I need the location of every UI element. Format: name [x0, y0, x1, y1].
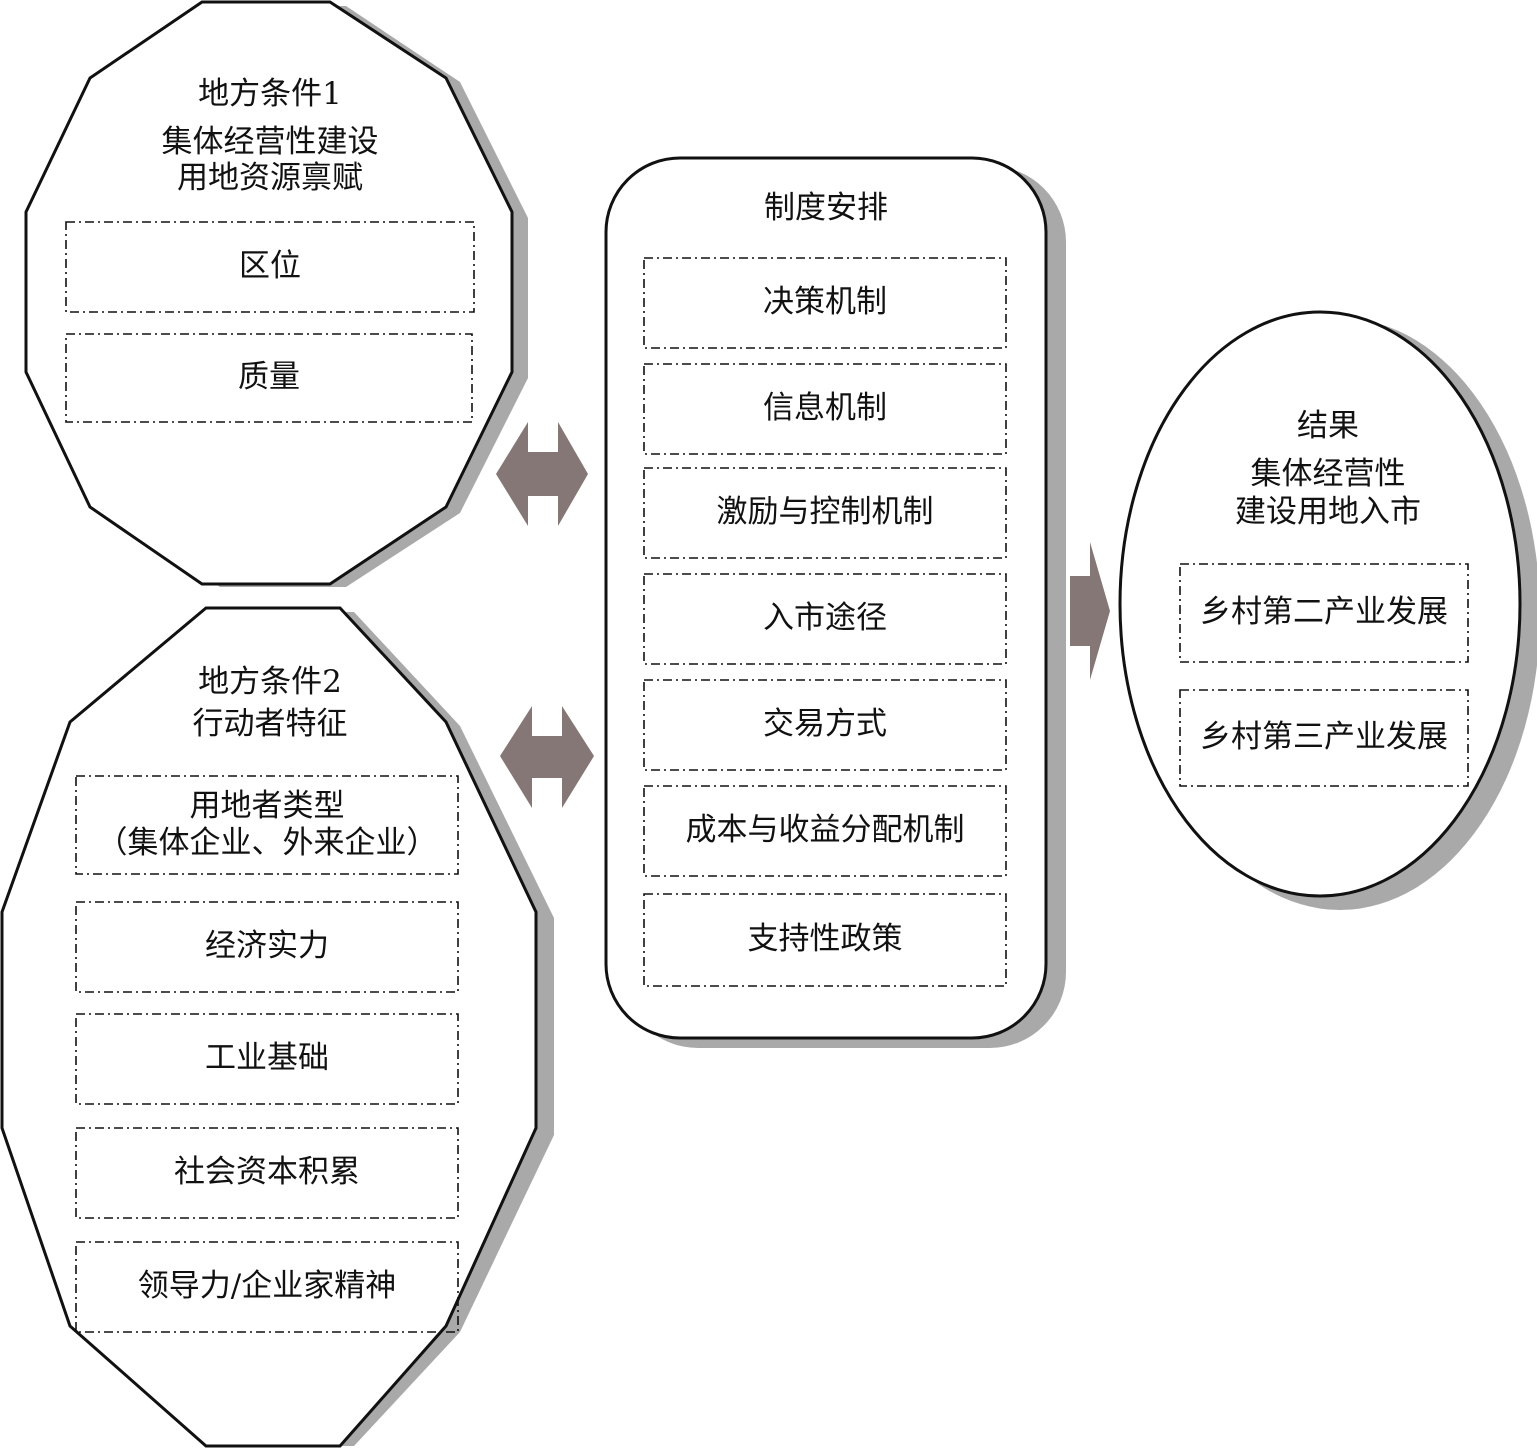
condition1-octagon [24, 0, 514, 586]
condition2-item-economic-strength: 经济实力 [205, 928, 329, 965]
condition1-item-quality: 质量 [238, 359, 300, 396]
item-box-condition1-item-location [65, 221, 475, 313]
condition2-octagon [0, 606, 538, 1448]
double-arrow-upper [496, 422, 588, 526]
result-item-tertiary-industry: 乡村第三产业发展 [1200, 719, 1448, 756]
result-title-1: 结果 [1297, 408, 1359, 444]
result-title-3: 建设用地入市 [1235, 494, 1421, 530]
condition1-title-2: 集体经营性建设 [161, 124, 379, 160]
institution-item-market-path: 入市途径 [763, 600, 887, 637]
institution-item-incentive: 激励与控制机制 [716, 494, 934, 531]
condition1-title-3: 用地资源禀赋 [177, 160, 363, 196]
condition2-item-user-type: 用地者类型 （集体企业、外来企业） [76, 776, 458, 874]
result-item-secondary-industry: 乡村第二产业发展 [1200, 594, 1448, 631]
item-box-condition2-item-leadership [75, 1241, 459, 1333]
institution-item-policy: 支持性政策 [747, 921, 903, 958]
item-box-condition2-item-user-type [75, 775, 459, 875]
institution-item-cost-benefit: 成本与收益分配机制 [685, 812, 965, 849]
result-ellipse [1118, 310, 1522, 898]
condition1-title-1: 地方条件1 [198, 76, 342, 112]
item-box-condition2-item-social-capital [75, 1127, 459, 1219]
item-box-institution-item-cost-benefit [643, 785, 1007, 877]
condition2-item-social-capital: 社会资本积累 [174, 1154, 360, 1191]
condition2-item-industrial-base: 工业基础 [205, 1040, 329, 1077]
right-arrow [1070, 542, 1110, 680]
item-box-result-item-tertiary-industry [1179, 689, 1469, 787]
item-box-condition2-item-economic-strength [75, 901, 459, 993]
condition2-item-user-type-line1: 用地者类型 [189, 787, 345, 824]
condition1-item-location: 区位 [239, 248, 301, 285]
item-box-condition2-item-industrial-base [75, 1013, 459, 1105]
item-box-institution-item-policy [643, 893, 1007, 987]
institution-item-information: 信息机制 [763, 390, 887, 427]
institution-box [604, 156, 1048, 1040]
item-box-condition1-item-quality [65, 333, 473, 423]
item-box-institution-item-incentive [643, 467, 1007, 559]
institution-item-transaction: 交易方式 [763, 706, 887, 743]
result-title-2: 集体经营性 [1250, 456, 1406, 492]
condition2-item-user-type-line2: （集体企业、外来企业） [96, 825, 438, 861]
item-box-result-item-secondary-industry [1179, 563, 1469, 663]
institution-title: 制度安排 [764, 190, 888, 226]
item-box-institution-item-decision [643, 257, 1007, 349]
double-arrow-lower [500, 706, 594, 808]
condition2-item-leadership: 领导力/企业家精神 [137, 1268, 397, 1305]
condition2-title-1: 地方条件2 [198, 664, 342, 700]
item-box-institution-item-transaction [643, 679, 1007, 771]
institution-item-decision: 决策机制 [763, 284, 887, 321]
condition2-title-2: 行动者特征 [192, 706, 348, 742]
item-box-institution-item-market-path [643, 573, 1007, 665]
item-box-institution-item-information [643, 363, 1007, 455]
